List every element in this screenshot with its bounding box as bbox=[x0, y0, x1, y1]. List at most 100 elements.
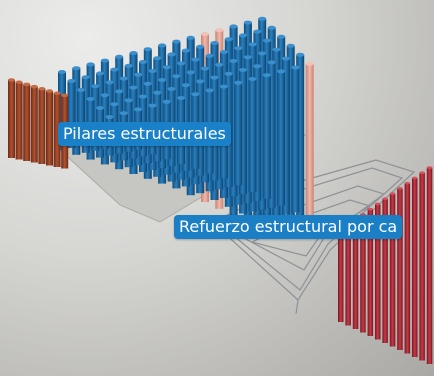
structural-column-cap bbox=[77, 88, 85, 92]
structural-column-cap bbox=[277, 34, 286, 39]
structural-column-cap bbox=[253, 29, 262, 34]
structural-column-cap bbox=[243, 20, 252, 25]
structural-column-cap bbox=[262, 38, 271, 43]
structural-column bbox=[272, 49, 281, 217]
structural-column-cap bbox=[186, 70, 195, 75]
structural-column-cap bbox=[153, 56, 162, 61]
structural-column-cap bbox=[177, 61, 186, 66]
structural-column-cap bbox=[81, 75, 90, 80]
structural-column-cap bbox=[258, 16, 267, 21]
structural-column-cap bbox=[412, 176, 418, 180]
structural-column bbox=[53, 93, 61, 167]
structural-column bbox=[72, 68, 81, 155]
structural-column-cap bbox=[234, 46, 243, 51]
structural-column bbox=[81, 77, 90, 153]
structural-column-cap bbox=[30, 84, 38, 89]
structural-column-cap bbox=[397, 187, 403, 190]
structural-column-cap bbox=[382, 197, 388, 201]
structural-column bbox=[67, 81, 76, 148]
structural-column-cap bbox=[210, 41, 219, 45]
structural-column-cap bbox=[72, 66, 81, 71]
rebar-columns-red bbox=[338, 166, 433, 364]
structural-column-cap bbox=[119, 76, 128, 81]
structural-column-cap bbox=[229, 59, 238, 63]
structural-column bbox=[248, 79, 257, 192]
structural-column-cap bbox=[305, 61, 314, 66]
structural-column bbox=[291, 67, 300, 213]
structural-column bbox=[277, 71, 286, 206]
structural-column bbox=[239, 70, 247, 194]
structural-column bbox=[267, 62, 276, 208]
structural-column bbox=[360, 214, 366, 333]
structural-column-cap bbox=[86, 97, 95, 101]
structural-column-cap bbox=[215, 62, 224, 67]
structural-column-cap bbox=[239, 33, 248, 38]
structural-column-cap bbox=[215, 28, 224, 33]
structural-column-cap bbox=[143, 81, 152, 86]
structural-column bbox=[91, 86, 100, 151]
structural-column-cap bbox=[375, 202, 381, 206]
structural-column-cap bbox=[210, 75, 219, 80]
structural-column-cap bbox=[186, 35, 195, 40]
structural-column-cap bbox=[23, 82, 31, 87]
structural-column-cap bbox=[46, 89, 53, 93]
structural-column-cap bbox=[286, 43, 295, 48]
structural-column-cap bbox=[191, 57, 200, 62]
structural-column bbox=[367, 209, 374, 336]
structural-column-cap bbox=[389, 192, 396, 195]
structural-column-cap bbox=[200, 66, 209, 71]
refuerzo-estructural-label[interactable]: Refuerzo estructural por ca bbox=[174, 215, 403, 239]
structural-column-cap bbox=[105, 115, 114, 119]
structural-column-cap bbox=[205, 53, 214, 58]
structural-column-cap bbox=[229, 24, 238, 29]
structural-column-cap bbox=[258, 51, 267, 56]
structural-column-cap bbox=[96, 71, 105, 76]
structural-column bbox=[77, 90, 85, 146]
structural-column-cap bbox=[153, 90, 162, 95]
structural-column-cap bbox=[110, 102, 119, 107]
structural-column-cap bbox=[404, 181, 411, 185]
structural-column-cap bbox=[253, 64, 262, 69]
structural-column-cap bbox=[115, 89, 124, 94]
structural-column-cap bbox=[281, 56, 290, 61]
structural-column-cap bbox=[291, 65, 300, 70]
structural-column-cap bbox=[124, 63, 133, 68]
structural-column bbox=[30, 86, 38, 163]
structural-column-cap bbox=[129, 85, 138, 90]
structural-column bbox=[38, 88, 46, 164]
structural-column bbox=[15, 82, 23, 160]
structural-column bbox=[296, 54, 305, 218]
structural-column-cap bbox=[134, 72, 143, 77]
structural-column-cap bbox=[367, 207, 374, 211]
structural-column-cap bbox=[167, 87, 176, 91]
structural-column-cap bbox=[181, 83, 190, 88]
structural-column-cap bbox=[191, 92, 200, 97]
structural-column bbox=[404, 183, 411, 354]
structural-column bbox=[86, 99, 95, 144]
structural-column bbox=[281, 58, 290, 215]
structural-column-cap bbox=[100, 58, 109, 63]
structural-column-cap bbox=[129, 51, 138, 55]
structural-column bbox=[397, 188, 403, 350]
structural-column-cap bbox=[143, 47, 152, 52]
structural-column-cap bbox=[267, 60, 276, 65]
structural-column bbox=[345, 224, 351, 326]
structural-column bbox=[426, 167, 433, 364]
structural-column-cap bbox=[86, 62, 95, 67]
structural-column-cap bbox=[134, 107, 143, 112]
structural-column-cap bbox=[224, 71, 233, 76]
structural-column-cap bbox=[158, 78, 166, 82]
structural-column bbox=[234, 82, 243, 186]
pilares-estructurales-label[interactable]: Pilares estructurales bbox=[58, 122, 231, 146]
structural-column bbox=[305, 63, 314, 218]
structural-column-cap bbox=[67, 79, 76, 83]
structural-column-cap bbox=[272, 47, 281, 52]
structural-column-cap bbox=[110, 67, 119, 72]
structural-column-cap bbox=[162, 99, 171, 104]
structural-column-cap bbox=[220, 50, 228, 54]
structural-column-cap bbox=[248, 77, 257, 81]
structural-column-cap bbox=[419, 171, 425, 175]
structural-column-cap bbox=[119, 111, 128, 116]
